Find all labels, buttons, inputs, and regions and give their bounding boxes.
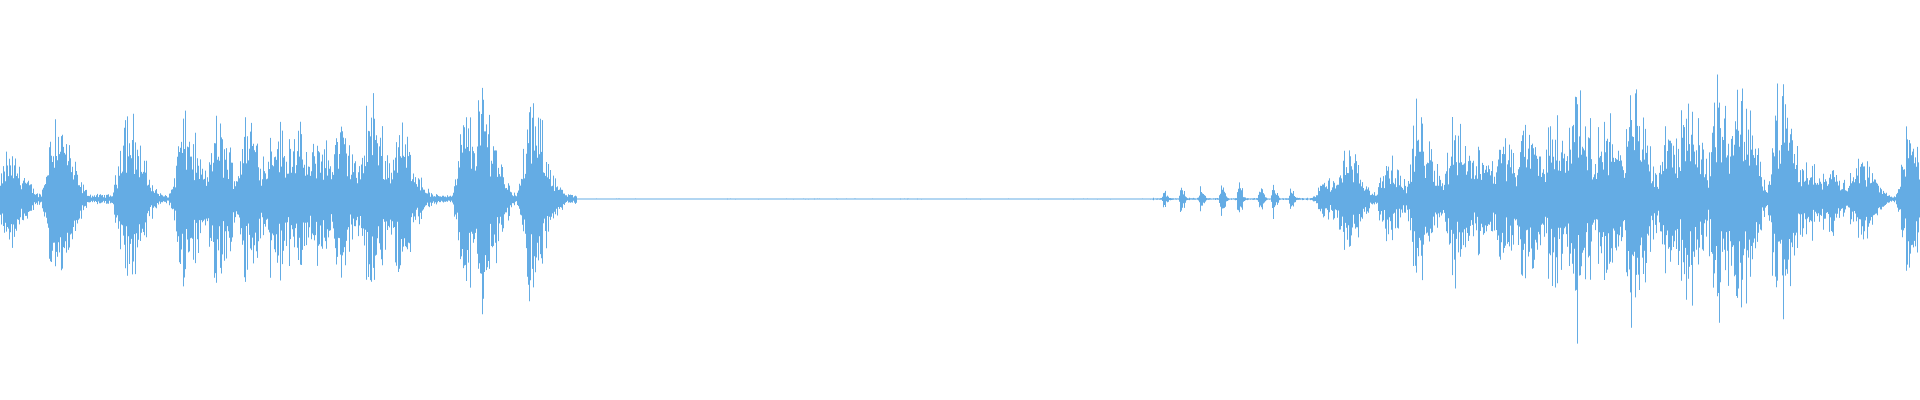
waveform-trace (0, 74, 1920, 344)
